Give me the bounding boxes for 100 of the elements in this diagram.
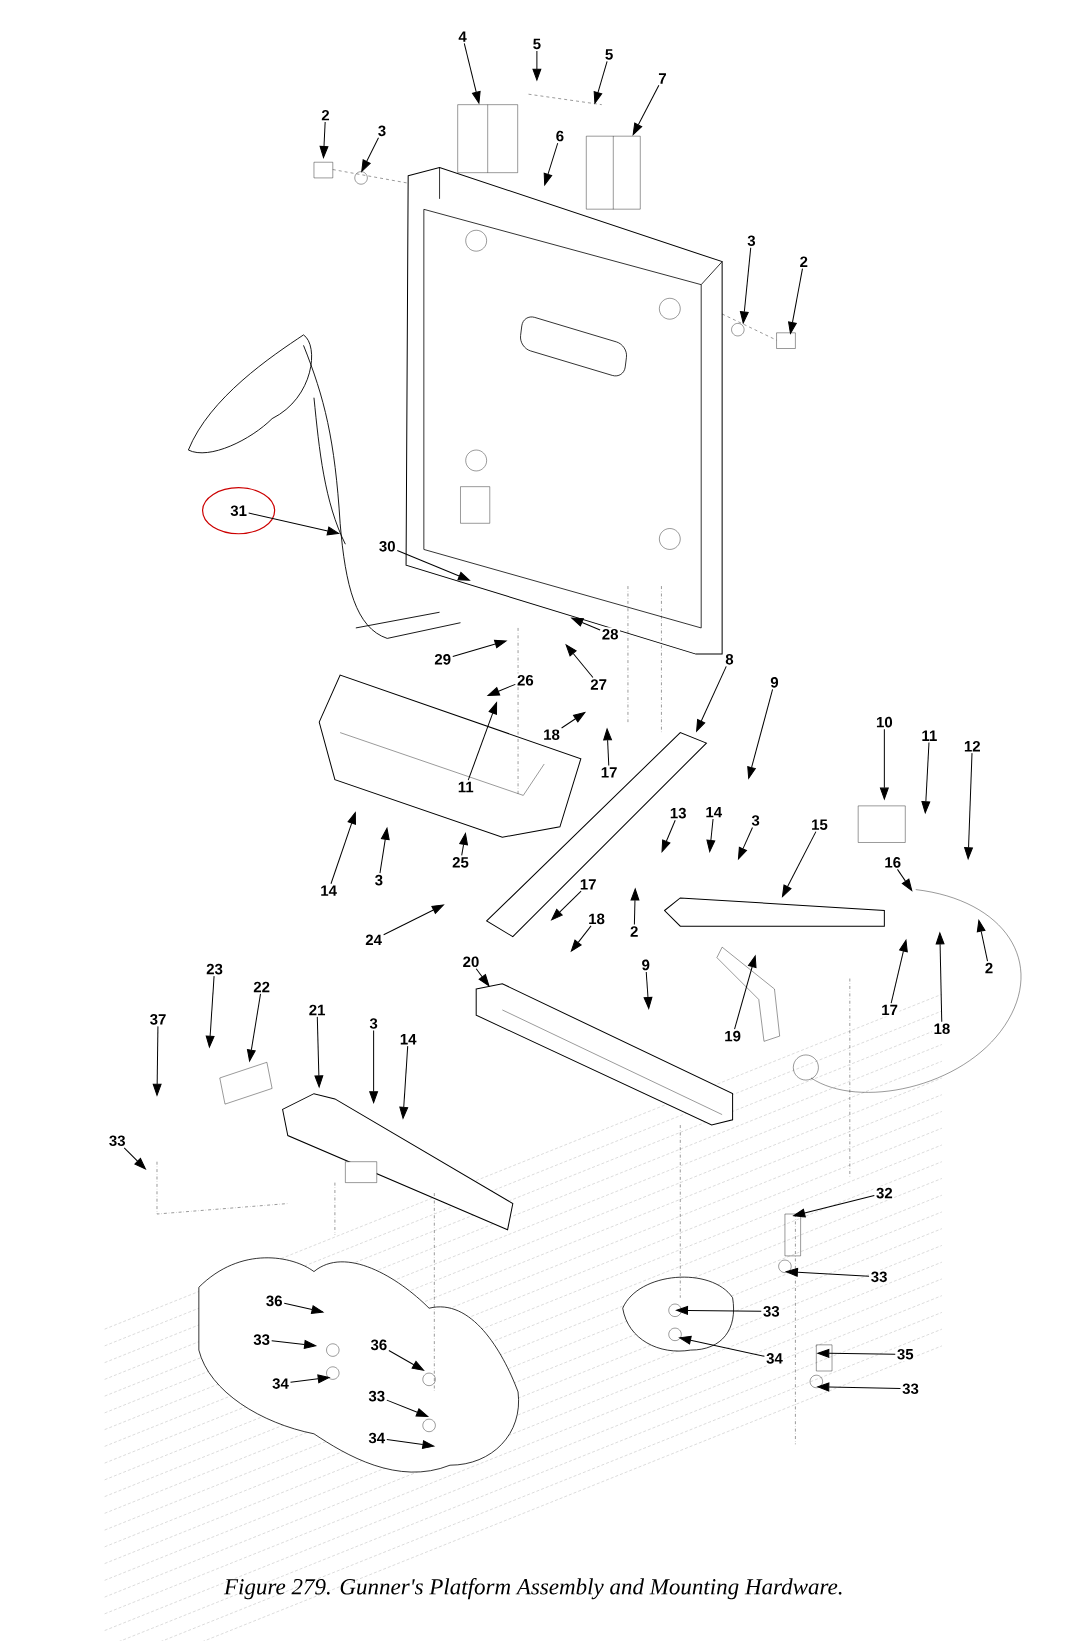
callout-number: 3 [376,124,388,138]
leader-line [565,644,594,678]
callout-number: 5 [531,37,543,51]
callout-number: 17 [599,765,619,780]
callout-number: 3 [373,873,385,887]
leader-line [290,1374,330,1384]
leader-line [475,968,490,987]
callout-number: 18 [586,912,607,926]
callout-number: 25 [450,855,471,870]
callout-number: 13 [668,806,688,820]
leader-line [734,955,757,1030]
callout-number: 3 [745,233,758,248]
callout-number: 18 [541,727,562,742]
leader-line [643,971,653,1009]
callout-number: 27 [588,677,609,692]
callout-number: 33 [900,1382,921,1396]
callout-number: 12 [962,739,983,753]
leader-line [603,728,612,766]
leader-line [369,1030,379,1104]
callout-number: 34 [764,1351,785,1366]
leader-line [399,1045,409,1119]
leader-line [737,827,753,860]
leader-line [706,818,716,852]
callout-number: 16 [882,855,903,870]
leader-line [785,1267,870,1277]
leader-line [319,121,329,159]
leader-line [935,932,945,1023]
leader-line [661,819,676,853]
leader-line [361,137,379,172]
leader-line [632,84,660,136]
callout-number: 33 [761,1304,782,1319]
leader-line [788,268,803,334]
callout-number: 33 [366,1389,387,1403]
callout-number: 21 [307,1003,327,1017]
callout-number: 8 [723,652,736,667]
leader-line [246,993,261,1062]
leader-line [379,827,390,874]
callout-number: 37 [148,1012,168,1027]
callout-number: 35 [895,1347,916,1362]
leader-line [817,1348,896,1358]
leader-line [283,1302,324,1314]
leader-line [570,925,592,952]
leader-line [781,831,817,897]
leader-line [388,1350,425,1371]
leader-line [248,512,340,536]
leader-line [793,1195,875,1218]
leader-line [593,60,608,104]
leader-line [463,43,481,104]
callout-number: 17 [578,877,598,891]
leader-line [452,639,507,657]
leader-line [747,688,774,779]
callout-number: 19 [722,1029,743,1043]
callout-number: 29 [432,652,453,667]
callout-number: 2 [798,254,810,269]
leader-line [396,549,471,581]
leader-line [123,1147,146,1170]
leader-line [543,142,559,186]
callout-number: 10 [874,715,895,729]
callout-number: 3 [749,813,762,828]
leader-line [271,1340,317,1349]
leader-line [976,919,988,962]
leader-line [152,1025,162,1096]
callout-number: 14 [398,1032,418,1046]
callout-number: 34 [366,1431,387,1445]
leader-line [696,665,727,732]
callout-number: 22 [251,980,272,994]
callout-number: 14 [703,805,724,819]
leader-line [386,1399,429,1417]
leader-line [921,742,931,814]
callout-number: 17 [879,1003,900,1017]
callout-number: 2 [628,924,640,939]
callout-number: 33 [869,1270,889,1284]
callout-number: 4 [456,29,469,44]
leader-line [487,683,516,696]
callout-number: 20 [461,955,481,969]
callout-number: 31 [228,503,249,518]
leader-line [561,712,586,729]
callout-number: 26 [515,673,536,688]
leader-line [630,888,640,925]
leader-line [676,1306,762,1315]
leader-line [817,1382,901,1392]
leader-line [964,752,973,860]
callout-number: 36 [264,1294,285,1308]
callout-number: 15 [809,817,830,832]
callout-number: 11 [919,729,939,743]
callout-number: 33 [107,1133,128,1148]
leader-line [879,728,889,800]
leader-line [551,890,582,921]
leader-line [386,1438,435,1449]
callout-number: 32 [874,1186,895,1200]
leader-line [383,904,444,936]
callout-number: 23 [204,962,225,976]
leader-line [739,247,752,324]
callout-number: 11 [456,780,476,794]
callout-number: 36 [369,1338,389,1352]
leader-line [205,975,215,1048]
callout-number: 5 [603,47,615,62]
clamp-drawing [219,1062,273,1105]
callout-number: 2 [983,961,995,975]
callout-number: 9 [768,675,781,690]
